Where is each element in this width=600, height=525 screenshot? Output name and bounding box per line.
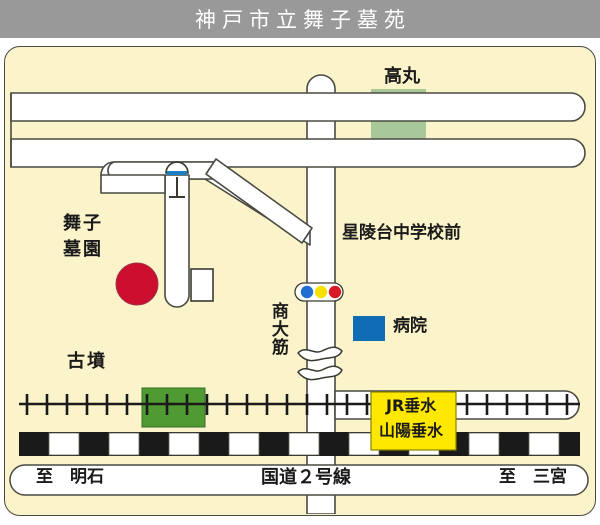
hospital-blue-square-marker	[353, 316, 385, 341]
road-route2-bottom	[9, 464, 589, 496]
page-title: 神戸市立舞子墓苑	[195, 8, 411, 32]
road-tower-vertical	[164, 174, 190, 308]
kofun-green-block	[141, 387, 206, 428]
road-horizontal-upper-2	[10, 138, 586, 168]
signal-light-blue	[300, 285, 314, 299]
label-to-sannomiya: 至 三宮	[499, 467, 567, 487]
page-header-bar: 神戸市立舞子墓苑	[0, 0, 600, 38]
signal-light-yellow	[314, 285, 328, 299]
railway-track	[19, 394, 580, 415]
road-horizontal-upper-1	[10, 92, 586, 122]
label-cemetery-line1: 舞子	[63, 213, 103, 234]
dashed-road-band	[19, 432, 580, 456]
map-canvas: 高丸 舞子 墓園 星陵台中学校前 病院 古墳 商大筋 JR垂水 山陽垂水 至 明…	[4, 46, 596, 516]
road-branch-diagonal	[205, 158, 313, 244]
water-tower-icon	[165, 161, 189, 198]
label-station-line2: 山陽垂水	[379, 421, 444, 440]
label-cemetery-line2: 墓園	[63, 239, 103, 260]
label-station-line1: JR垂水	[386, 396, 437, 415]
station-yellow-box	[370, 391, 457, 451]
label-hospital: 病院	[393, 316, 427, 336]
label-to-akashi: 至 明石	[36, 467, 104, 487]
label-takamaru: 高丸	[384, 66, 420, 87]
label-kofun: 古墳	[67, 351, 107, 372]
label-route2: 国道２号線	[261, 467, 351, 488]
small-building-outline	[190, 268, 214, 302]
river-wave-icon	[297, 346, 343, 381]
map-graphics	[9, 74, 589, 514]
traffic-signal-icon	[294, 282, 344, 302]
road-shelf-left	[100, 174, 166, 194]
label-intersection: 星陵台中学校前	[342, 223, 461, 243]
signal-light-red	[328, 285, 342, 299]
label-shodaisuji: 商大筋	[267, 302, 288, 356]
cemetery-red-circle-marker	[115, 262, 159, 306]
